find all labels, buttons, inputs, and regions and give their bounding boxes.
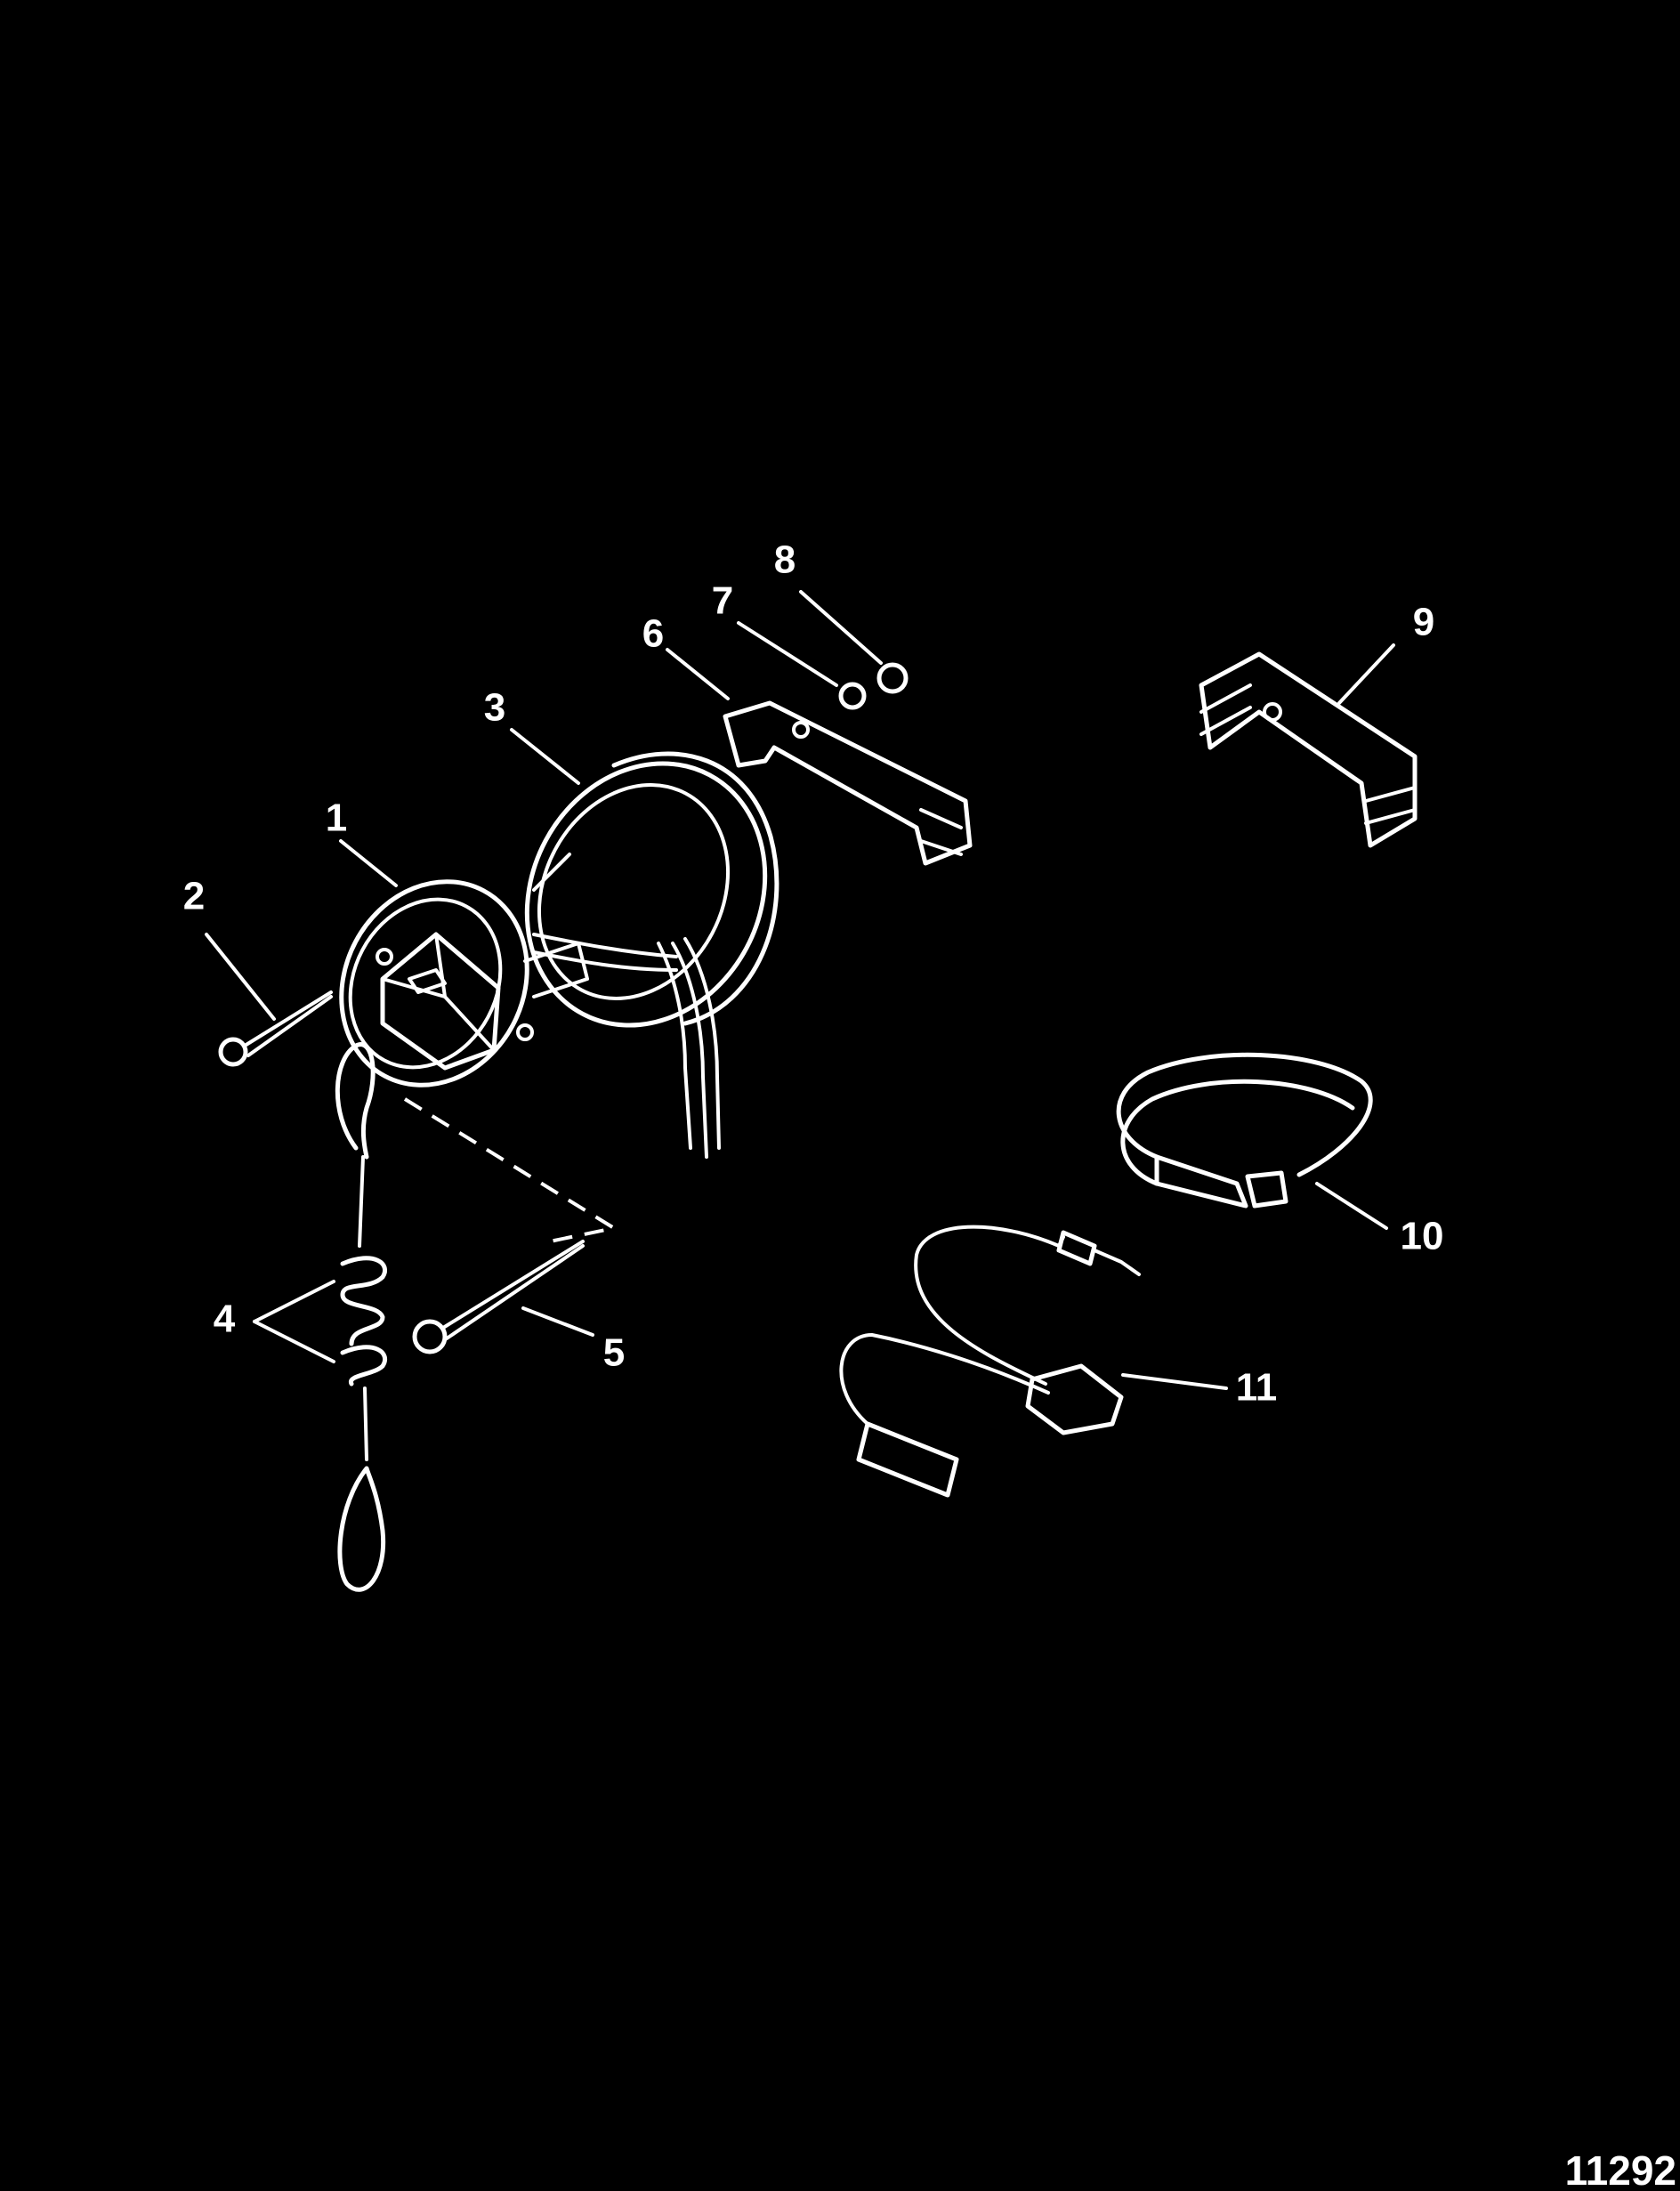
part-4-lanyard: [335, 1042, 388, 1592]
part-6-bracket: [723, 700, 973, 866]
callouts: 1 2 3 4 5 6 7 8 9 10 11: [183, 538, 1444, 1410]
callout-8: 8: [774, 538, 796, 582]
callout-7: 7: [712, 579, 733, 623]
callout-9: 9: [1413, 601, 1434, 644]
part-2-screw: [218, 990, 333, 1067]
part-7-washer: [838, 682, 867, 710]
callout-10: 10: [1401, 1215, 1444, 1258]
alignment-dash-line: [403, 1097, 619, 1243]
callout-1: 1: [326, 796, 347, 840]
part-3-housing: [524, 751, 779, 1159]
part-9-clip: [1199, 651, 1418, 848]
callout-11: 11: [1236, 1366, 1278, 1410]
callout-3: 3: [484, 686, 505, 730]
callout-2: 2: [183, 875, 205, 918]
leader-lines: [205, 590, 1395, 1390]
part-5-screw: [412, 1240, 585, 1354]
part-11-harness: [839, 1225, 1141, 1498]
part-8-nut: [876, 662, 909, 694]
callout-4: 4: [214, 1298, 236, 1341]
callout-5: 5: [603, 1331, 625, 1375]
part-10-strap: [1116, 1052, 1373, 1209]
part-1-switch-plate: [339, 879, 589, 1087]
figure-id: 11292: [1565, 2147, 1676, 2191]
callout-6: 6: [642, 612, 664, 656]
